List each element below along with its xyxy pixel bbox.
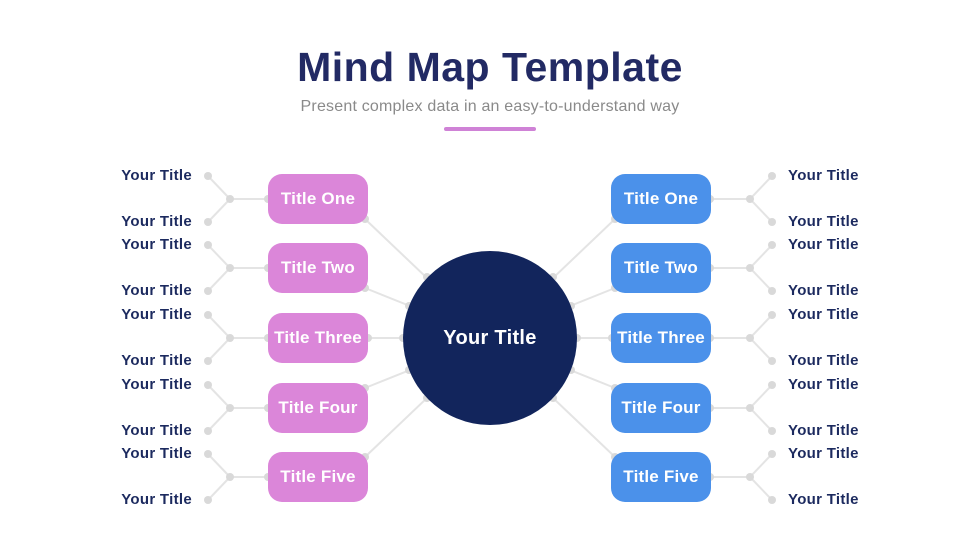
left-leaf-2b: Your Title — [121, 282, 192, 299]
right-leaf-1a: Your Title — [788, 167, 859, 184]
page-title: Mind Map Template — [297, 44, 683, 90]
right-leaf-5b: Your Title — [788, 491, 859, 508]
left-node-5: Title Five — [268, 452, 368, 502]
left-leaf-2a: Your Title — [121, 236, 192, 253]
right-leaf-4b: Your Title — [788, 422, 859, 439]
central-node: Your Title — [403, 251, 577, 425]
right-leaf-5a: Your Title — [788, 445, 859, 462]
right-leaf-3b: Your Title — [788, 352, 859, 369]
left-leaf-3a: Your Title — [121, 306, 192, 323]
right-node-3-label: Title Three — [617, 328, 705, 347]
left-node-4-label: Title Four — [278, 398, 358, 417]
left-leaf-1a: Your Title — [121, 167, 192, 184]
central-node-label: Your Title — [443, 326, 537, 349]
right-leaf-3a: Your Title — [788, 306, 859, 323]
left-leaf-5b: Your Title — [121, 491, 192, 508]
right-node-4: Title Four — [611, 383, 711, 433]
right-leaf-2a: Your Title — [788, 236, 859, 253]
right-node-3: Title Three — [611, 313, 711, 363]
left-node-3-label: Title Three — [274, 328, 362, 347]
right-node-4-label: Title Four — [621, 398, 701, 417]
left-node-3: Title Three — [268, 313, 368, 363]
left-node-4: Title Four — [268, 383, 368, 433]
left-node-2-label: Title Two — [281, 258, 355, 277]
left-leaf-5a: Your Title — [121, 445, 192, 462]
left-leaf-3b: Your Title — [121, 352, 192, 369]
right-node-5: Title Five — [611, 452, 711, 502]
left-node-1: Title One — [268, 174, 368, 224]
left-leaf-4a: Your Title — [121, 376, 192, 393]
left-node-2: Title Two — [268, 243, 368, 293]
right-leaf-2b: Your Title — [788, 282, 859, 299]
right-node-2-label: Title Two — [624, 258, 698, 277]
left-leaf-1b: Your Title — [121, 213, 192, 230]
right-leaf-4a: Your Title — [788, 376, 859, 393]
right-leaf-1b: Your Title — [788, 213, 859, 230]
left-leaf-4b: Your Title — [121, 422, 192, 439]
right-node-2: Title Two — [611, 243, 711, 293]
title-accent-underline — [444, 127, 536, 131]
left-node-5-label: Title Five — [280, 467, 356, 486]
right-node-5-label: Title Five — [623, 467, 699, 486]
right-node-1: Title One — [611, 174, 711, 224]
right-node-1-label: Title One — [623, 189, 699, 208]
page-subtitle: Present complex data in an easy-to-under… — [300, 98, 680, 115]
left-node-1-label: Title One — [280, 189, 356, 208]
